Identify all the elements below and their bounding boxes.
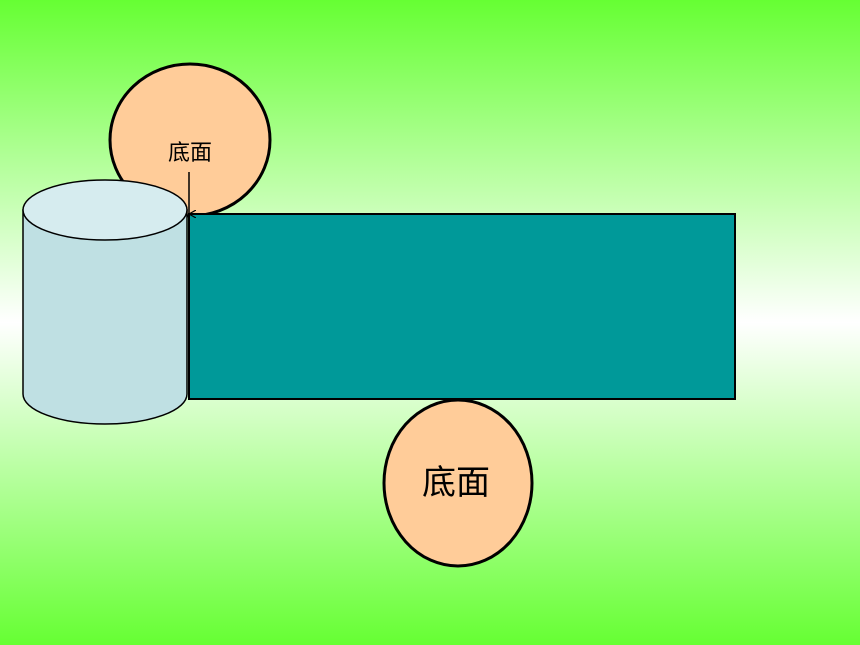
- cylinder-body: [22, 209, 188, 425]
- lateral-surface-rectangle: [188, 213, 736, 400]
- top-circle-label: 底面: [168, 141, 212, 166]
- bottom-base-circle: [382, 398, 534, 568]
- cylinder: [22, 179, 188, 425]
- cylinder-top-face: [22, 179, 188, 241]
- bottom-circle-label: 底面: [422, 463, 490, 503]
